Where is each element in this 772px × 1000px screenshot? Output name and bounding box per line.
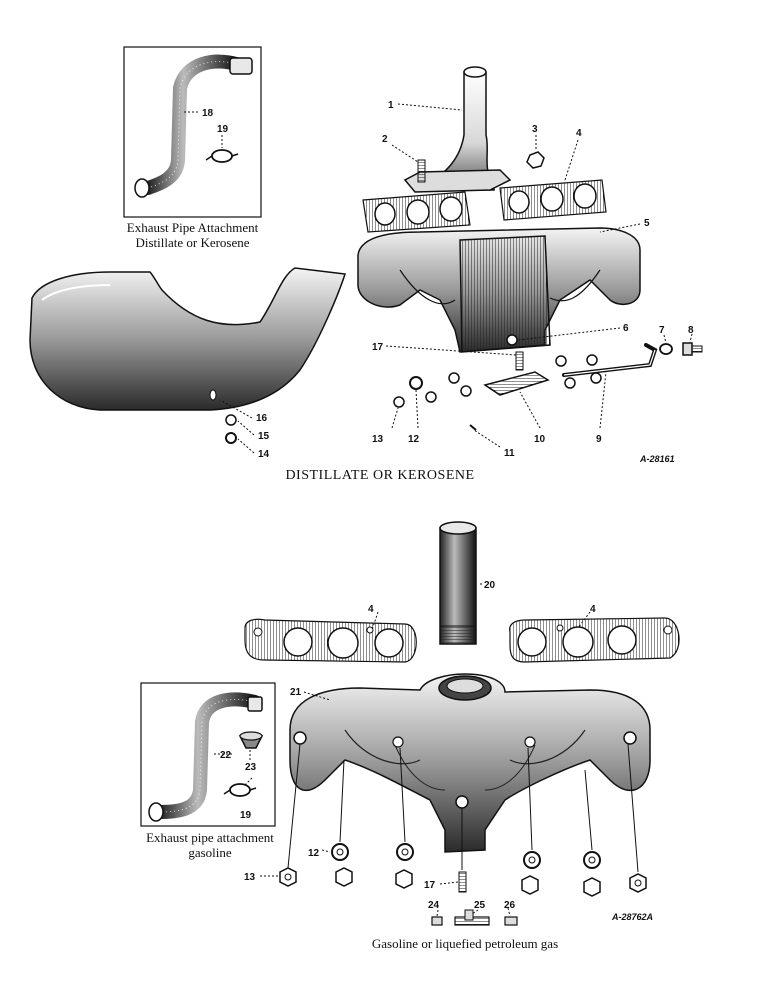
stud-17 <box>515 351 524 371</box>
stud-17-bottom <box>458 871 467 893</box>
callout-12-top: 12 <box>408 434 420 445</box>
callout-17-top: 17 <box>372 342 384 353</box>
callout-13-bottom: 13 <box>244 872 256 883</box>
gasket-left-bottom <box>244 618 417 663</box>
section-title-distillate: DISTILLATE OR KEROSENE <box>285 468 475 483</box>
washer-15 <box>225 414 237 426</box>
callout-26: 26 <box>504 900 516 911</box>
nut-7 <box>659 343 673 355</box>
callout-16: 16 <box>256 413 268 424</box>
callout-20: 20 <box>484 580 496 591</box>
exhaust-pipe-20 <box>439 521 477 645</box>
nut-cluster-bottom <box>279 843 647 897</box>
callout-6: 6 <box>623 323 629 334</box>
callout-23: 23 <box>245 762 257 773</box>
callout-11: 11 <box>504 448 515 459</box>
section-title-gasoline: Gasoline or liquefied petroleum gas <box>371 936 559 951</box>
plug-6 <box>506 334 518 346</box>
callout-9: 9 <box>596 434 602 445</box>
inset-caption-gasoline-line2: gasoline <box>188 845 232 860</box>
nut-14 <box>225 432 237 444</box>
callout-2: 2 <box>382 134 388 145</box>
nut-cluster-top <box>393 354 602 408</box>
callout-24: 24 <box>428 900 440 911</box>
callout-22: 22 <box>220 750 232 761</box>
callout-19-top: 19 <box>217 124 229 135</box>
exhaust-elbow-1 <box>403 66 512 193</box>
manifold-distillate-5 <box>357 227 641 353</box>
ref-number-top: A-28161 <box>640 454 675 464</box>
callout-3: 3 <box>532 124 538 135</box>
callout-17-bottom: 17 <box>424 880 436 891</box>
clamp-19-bottom <box>229 783 251 797</box>
callout-18: 18 <box>202 108 214 119</box>
callout-14: 14 <box>258 449 270 460</box>
gasket-right-top <box>499 179 607 221</box>
callout-15: 15 <box>258 431 270 442</box>
clamp-19 <box>211 149 233 163</box>
callout-25: 25 <box>474 900 486 911</box>
inset-box-gasoline <box>140 682 276 827</box>
heat-shield-16 <box>29 267 346 411</box>
fittings-24-25-26 <box>431 909 518 926</box>
callout-19-bottom: 19 <box>240 810 252 821</box>
key-11 <box>469 424 477 431</box>
leader-lines-bottom <box>287 743 639 873</box>
callout-4-bottom-right: 4 <box>590 604 596 615</box>
rod-9 <box>562 343 658 377</box>
inset-caption-distillate-line1: Exhaust Pipe Attachment <box>126 220 259 235</box>
callout-8: 8 <box>688 325 694 336</box>
gasket-right-bottom <box>509 617 680 663</box>
bolt-8 <box>682 342 703 356</box>
stud-2 <box>417 159 426 183</box>
callout-4-top: 4 <box>576 128 582 139</box>
ref-number-bottom: A-28762A <box>612 912 654 922</box>
leader-lines-top <box>182 103 693 454</box>
inset-caption-distillate-line2: Distillate or Kerosene <box>135 235 250 250</box>
inset-caption-distillate: Exhaust Pipe Attachment Distillate or Ke… <box>124 220 261 250</box>
callouts-top: 18 19 1 2 3 4 5 6 7 8 9 10 11 12 13 17 1… <box>202 100 694 460</box>
inset-caption-gasoline: Exhaust pipe attachment gasoline <box>110 830 310 860</box>
inset-box-distillate <box>123 46 262 218</box>
callout-5: 5 <box>644 218 650 229</box>
manifold-gasoline-21 <box>289 673 651 853</box>
callout-12-bottom: 12 <box>308 848 320 859</box>
gasket-left-top <box>362 191 471 233</box>
callout-1: 1 <box>388 100 394 111</box>
leader-lines-bottom-dashed <box>212 583 591 917</box>
callout-10: 10 <box>534 434 546 445</box>
callouts-bottom: 20 4 4 21 22 23 19 13 12 17 24 25 26 <box>220 580 596 911</box>
inset-caption-gasoline-line1: Exhaust pipe attachment <box>146 830 274 845</box>
callout-7: 7 <box>659 325 665 336</box>
callout-21: 21 <box>290 687 302 698</box>
callout-13-top: 13 <box>372 434 384 445</box>
heat-valve-10 <box>483 371 550 396</box>
nut-3 <box>526 151 545 169</box>
callout-4-bottom-left: 4 <box>368 604 374 615</box>
